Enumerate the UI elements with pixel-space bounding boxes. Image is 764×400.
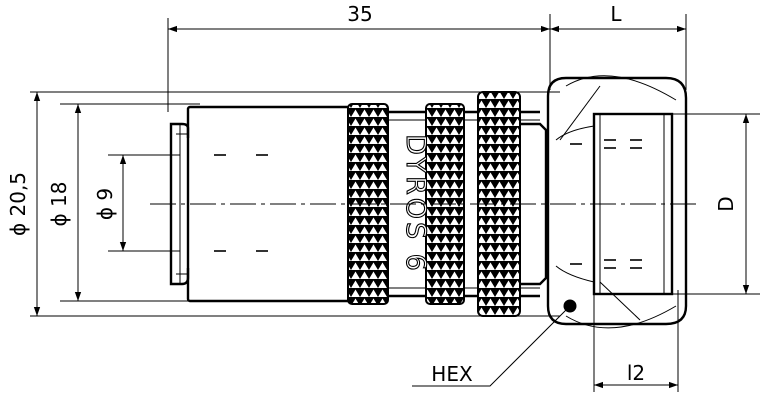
hidden-lines [214,139,642,269]
length-label: 35 [347,2,372,26]
bore-diameter-label: ϕ 9 [93,188,117,220]
thread-length-label: l2 [627,361,645,385]
outer-diameter-label: ϕ 20,5 [6,172,30,236]
extension-lines [30,14,760,392]
dimension-lines [33,25,750,389]
hex-leader [412,299,577,387]
nut-length-label: L [610,2,622,26]
hex-label: HEX [431,362,473,386]
hex-nut [546,75,688,329]
thread-label: D [714,196,738,211]
knurled-rings [347,91,521,317]
body-diameter-label: ϕ 18 [47,182,71,227]
